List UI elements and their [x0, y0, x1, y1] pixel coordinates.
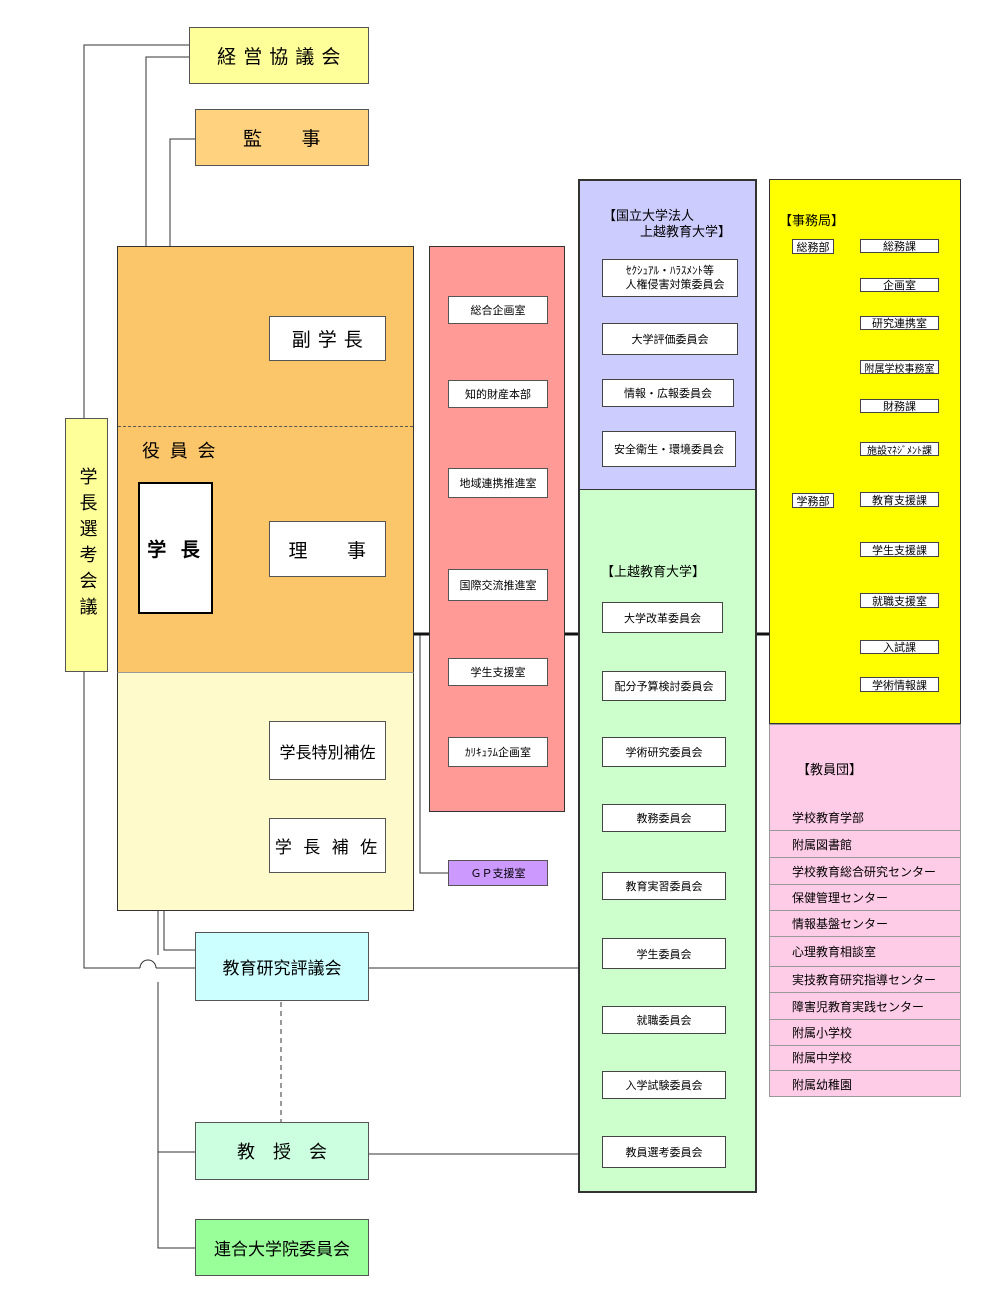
gakucho-senko-kaigi-box: 学長選考会議 — [65, 418, 108, 672]
kyoindan-item: 保健管理センター — [770, 885, 961, 911]
tokubetsu-hosa-box: 学長特別補佐 — [269, 721, 386, 780]
kyoindan-item: 情報基盤センター — [770, 911, 961, 937]
gakucho-label: 学 長 — [147, 538, 204, 561]
kyoindan-title: 【教員団】 — [797, 763, 863, 778]
kikaku-shitsu: 企画室 — [860, 278, 939, 292]
kyoindan-item: 障害児教育実践センター — [770, 994, 961, 1020]
gakusei-shien-ka: 学生支援課 — [860, 542, 939, 557]
kanji-box: 監 事 — [195, 109, 369, 166]
red-item-curriculum: ｶﾘｷｭﾗﾑ企画室 — [448, 737, 548, 767]
gakucho-senko-kaigi-label: 学長選考会議 — [76, 467, 98, 623]
kyoiku-shien-ka: 教育支援課 — [860, 492, 939, 507]
houjin-title-line1: 【国立大学法人 — [603, 209, 695, 224]
kyojukai-label: 教 授 会 — [237, 1142, 327, 1163]
kyojukai-box: 教 授 会 — [195, 1122, 369, 1180]
rengo-daigakuin-box: 連合大学院委員会 — [195, 1219, 369, 1276]
keiei-kyogikai-box: 経 営 協 議 会 — [189, 27, 369, 84]
shisetsu-management-ka: 施設ﾏﾈｼﾞﾒﾝﾄ課 — [860, 442, 939, 457]
daigaku-item-kyomu: 教務委員会 — [602, 804, 726, 832]
daigaku-item-shushoku: 就職委員会 — [602, 1006, 726, 1034]
kyoiku-kenkyu-hyogikai-box: 教育研究評議会 — [195, 932, 369, 1001]
keiei-kyogikai-label: 経 営 協 議 会 — [217, 46, 341, 68]
yakuinkai-dashed-divider — [118, 426, 413, 427]
riji-label: 理 事 — [288, 539, 367, 562]
gakucho-hosa-box: 学 長 補 佐 — [269, 818, 386, 873]
daigaku-title: 【上越教育大学】 — [601, 565, 706, 580]
kyoindan-item: 学校教育総合研究センター — [770, 859, 961, 885]
rengo-daigakuin-label: 連合大学院委員会 — [214, 1240, 350, 1260]
somubu-box: 総務部 — [792, 239, 834, 254]
kyoindan-item: 心理教育相談室 — [770, 937, 961, 967]
shushoku-shien-shitsu: 就職支援室 — [860, 593, 939, 608]
houjin-title-line2: 上越教育大学】 — [640, 225, 732, 240]
yakuinkai-label: 役 員 会 — [142, 441, 218, 462]
red-item-chiiki-renkei: 地域連携推進室 — [448, 468, 548, 498]
kyoiku-kenkyu-hyogikai-label: 教育研究評議会 — [222, 959, 342, 979]
houjin-item-anzen-eisei: 安全衛生・環境委員会 — [602, 431, 736, 467]
red-item-chiteki-zaisan: 知的財産本部 — [448, 380, 548, 408]
zaimu-ka: 財務課 — [860, 399, 939, 413]
kenkyu-renkei-shitsu: 研究連携室 — [860, 316, 939, 330]
houjin-item-harassment: ｾｸｼｭｱﾙ・ﾊﾗｽﾒﾝﾄ等 人権侵害対策委員会 — [602, 259, 738, 297]
gp-shien-box: ＧＰ支援室 — [448, 860, 548, 886]
kyoindan-item: 附属図書館 — [770, 832, 961, 858]
somu-ka: 総務課 — [860, 239, 939, 253]
red-item-sogo-kikaku: 総合企画室 — [448, 296, 548, 324]
daigaku-item-nyushi: 入学試験委員会 — [602, 1071, 726, 1099]
houjin-item-hyoka: 大学評価委員会 — [602, 323, 738, 355]
daigaku-item-gakujutsu-kenkyu: 学術研究委員会 — [602, 737, 726, 767]
kanji-label: 監 事 — [242, 128, 321, 150]
gp-shien-label: ＧＰ支援室 — [470, 867, 526, 880]
daigaku-item-kyoiku-jisshu: 教育実習委員会 — [602, 872, 726, 900]
red-item-kokusai-koryu: 国際交流推進室 — [448, 569, 548, 601]
fuzoku-gakko-jimushitsu: 附属学校事務室 — [860, 360, 939, 375]
daigaku-item-haibun-yosan: 配分予算検討委員会 — [602, 671, 726, 701]
fukugakucho-label: 副 学 長 — [291, 329, 364, 351]
red-column — [429, 246, 565, 812]
fukugakucho-box: 副 学 長 — [269, 316, 386, 361]
lower-cream-area — [117, 672, 414, 911]
gakucho-box: 学 長 — [138, 482, 213, 614]
kyoindan-item: 学校教育学部 — [770, 805, 961, 831]
red-item-gakusei-shien: 学生支援室 — [448, 658, 548, 686]
kyoindan-item: 実技教育研究指導センター — [770, 967, 961, 993]
nyushi-ka: 入試課 — [860, 640, 939, 654]
kyoindan-item: 附属中学校 — [770, 1045, 961, 1071]
gakujutsu-joho-ka: 学術情報課 — [860, 677, 939, 692]
gakumubu-box: 学務部 — [792, 493, 834, 508]
tokubetsu-hosa-label: 学長特別補佐 — [279, 742, 376, 762]
daigaku-item-gakusei: 学生委員会 — [602, 938, 726, 969]
daigaku-item-kyoin-senko: 教員選考委員会 — [602, 1136, 726, 1168]
houjin-item-joho-koho: 情報・広報委員会 — [602, 379, 734, 407]
kyoindan-item: 附属幼稚園 — [792, 1077, 853, 1092]
jimukyoku-title: 【事務局】 — [779, 214, 845, 229]
daigaku-item-kaikaku: 大学改革委員会 — [602, 602, 723, 633]
riji-box: 理 事 — [269, 521, 386, 577]
gakucho-hosa-label: 学 長 補 佐 — [274, 838, 381, 858]
kyoindan-item: 附属小学校 — [770, 1020, 961, 1046]
